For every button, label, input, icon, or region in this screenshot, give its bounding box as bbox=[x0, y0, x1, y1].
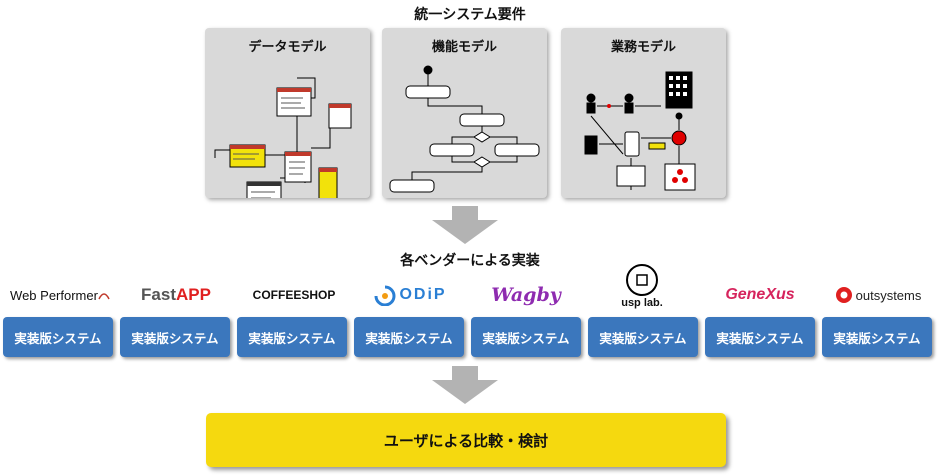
impl-system-outsystems: 実装版システム bbox=[822, 317, 932, 357]
business-model-panel: 業務モデル bbox=[561, 28, 726, 198]
impl-system-fastapp: 実装版システム bbox=[120, 317, 230, 357]
impl-system-odip: 実装版システム bbox=[354, 317, 464, 357]
impl-system-usp-lab: 実装版システム bbox=[588, 317, 698, 357]
wagby-logo: Wagby bbox=[491, 284, 561, 306]
genexus-logo: GeneXus bbox=[725, 286, 795, 303]
er-diagram-illustration bbox=[214, 77, 352, 198]
impl-system-wagby: 実装版システム bbox=[471, 317, 581, 357]
outsystems-logo: outsystems bbox=[820, 278, 936, 312]
down-arrow-icon bbox=[432, 366, 498, 404]
usp-lab-logo: usp lab. bbox=[584, 258, 700, 314]
user-comparison-box: ユーザによる比較・検討 bbox=[206, 413, 726, 467]
coffeeshop-logo: COFFEESHOP bbox=[252, 288, 336, 302]
page-title: 統一システム要件 bbox=[414, 7, 526, 23]
data-model-panel: データモデル bbox=[205, 28, 370, 198]
impl-system-genexus: 実装版システム bbox=[705, 317, 815, 357]
data-model-label: データモデル bbox=[248, 40, 327, 55]
vendors-section-title: 各ベンダーによる実装 bbox=[400, 253, 540, 269]
impl-system-web-performer: 実装版システム bbox=[3, 317, 113, 357]
person-icon bbox=[624, 93, 634, 114]
function-model-panel: 機能モデル bbox=[382, 28, 547, 198]
person-icon bbox=[586, 93, 596, 114]
impl-system-coffeeshop: 実装版システム bbox=[237, 317, 347, 357]
web-performer-logo: Web Performer bbox=[2, 278, 118, 312]
building-icon bbox=[584, 135, 598, 155]
flowchart-illustration bbox=[389, 65, 540, 193]
business-model-label: 業務モデル bbox=[610, 40, 676, 55]
function-model-label: 機能モデル bbox=[431, 40, 497, 55]
entity-tables bbox=[229, 87, 352, 198]
down-arrow-icon bbox=[432, 206, 498, 244]
monitor-icon bbox=[616, 165, 646, 190]
phone-icon bbox=[624, 131, 640, 157]
business-flow-illustration bbox=[584, 71, 696, 191]
odip-logo: ODiP bbox=[352, 278, 468, 312]
building-icon bbox=[665, 71, 693, 109]
